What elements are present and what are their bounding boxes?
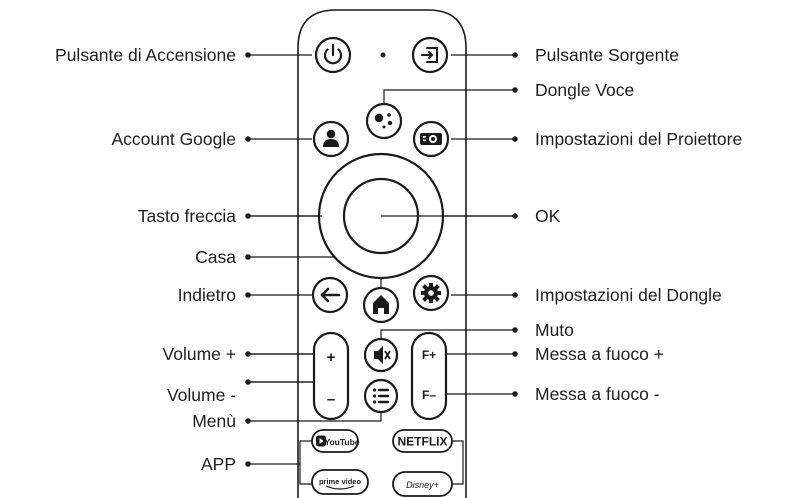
label-back: Indietro [177, 285, 236, 305]
prime-video-logo-text: prime video [319, 477, 362, 486]
home-button [362, 286, 400, 324]
assistant-icon [374, 113, 393, 129]
mute-button [363, 337, 399, 373]
label-menu: Menù [192, 411, 236, 431]
voice-button [365, 102, 403, 140]
disney-plus-logo-text: Disney+ [406, 480, 439, 490]
youtube-button [311, 429, 359, 453]
label-volume-up: Volume + [162, 344, 236, 364]
source-button [411, 36, 449, 74]
label-mute: Muto [535, 320, 574, 340]
prime-smile-icon [325, 485, 355, 490]
label-dongle-settings: Impostazioni del Dongle [535, 285, 722, 305]
label-google-account: Account Google [111, 129, 236, 149]
remote-body [297, 9, 467, 498]
label-focus-down: Messa a fuoco - [535, 384, 660, 404]
label-voice-dongle: Dongle Voce [535, 80, 635, 100]
label-arrow-key: Tasto freccia [137, 206, 236, 226]
focus-rocker [410, 331, 448, 421]
label-volume-down: Volume - [166, 385, 236, 405]
label-focus-up: Messa a fuoco + [535, 344, 664, 364]
power-icon [323, 48, 343, 65]
label-source-button: Pulsante Sorgente [535, 45, 679, 65]
label-app: APP [200, 454, 236, 474]
google-account-button [312, 120, 350, 158]
source-input-icon [421, 47, 438, 63]
label-projector-settings: Impostazioni del Proiettore [535, 129, 743, 149]
label-power-button: Pulsante di Accensione [55, 45, 236, 65]
home-icon [373, 295, 389, 314]
indicator-light [380, 52, 386, 58]
volume-rocker [312, 331, 350, 421]
focus-plus-glyph: F+ [422, 348, 436, 362]
gear-icon [421, 283, 441, 303]
back-arrow-icon [320, 287, 341, 303]
netflix-logo-text: NETFLIX [398, 435, 448, 449]
dongle-settings-button [412, 274, 450, 312]
projector-icon [420, 133, 442, 145]
menu-button [363, 378, 399, 414]
menu-list-icon [372, 388, 389, 404]
label-home: Casa [195, 247, 236, 267]
prime-video-button [311, 469, 369, 495]
leader-lines-right [380, 52, 518, 485]
focus-minus-glyph: F– [422, 388, 436, 402]
person-icon [323, 129, 339, 147]
youtube-logo-text: YouTube [324, 437, 359, 447]
vol-plus-glyph: + [327, 349, 336, 366]
netflix-button [392, 429, 453, 453]
disney-plus-button [392, 471, 453, 497]
vol-minus-glyph: – [327, 391, 335, 408]
back-button [311, 276, 349, 314]
mute-icon [374, 346, 391, 364]
projector-settings-button [412, 120, 450, 158]
label-ok: OK [535, 206, 561, 226]
power-button [314, 36, 352, 74]
